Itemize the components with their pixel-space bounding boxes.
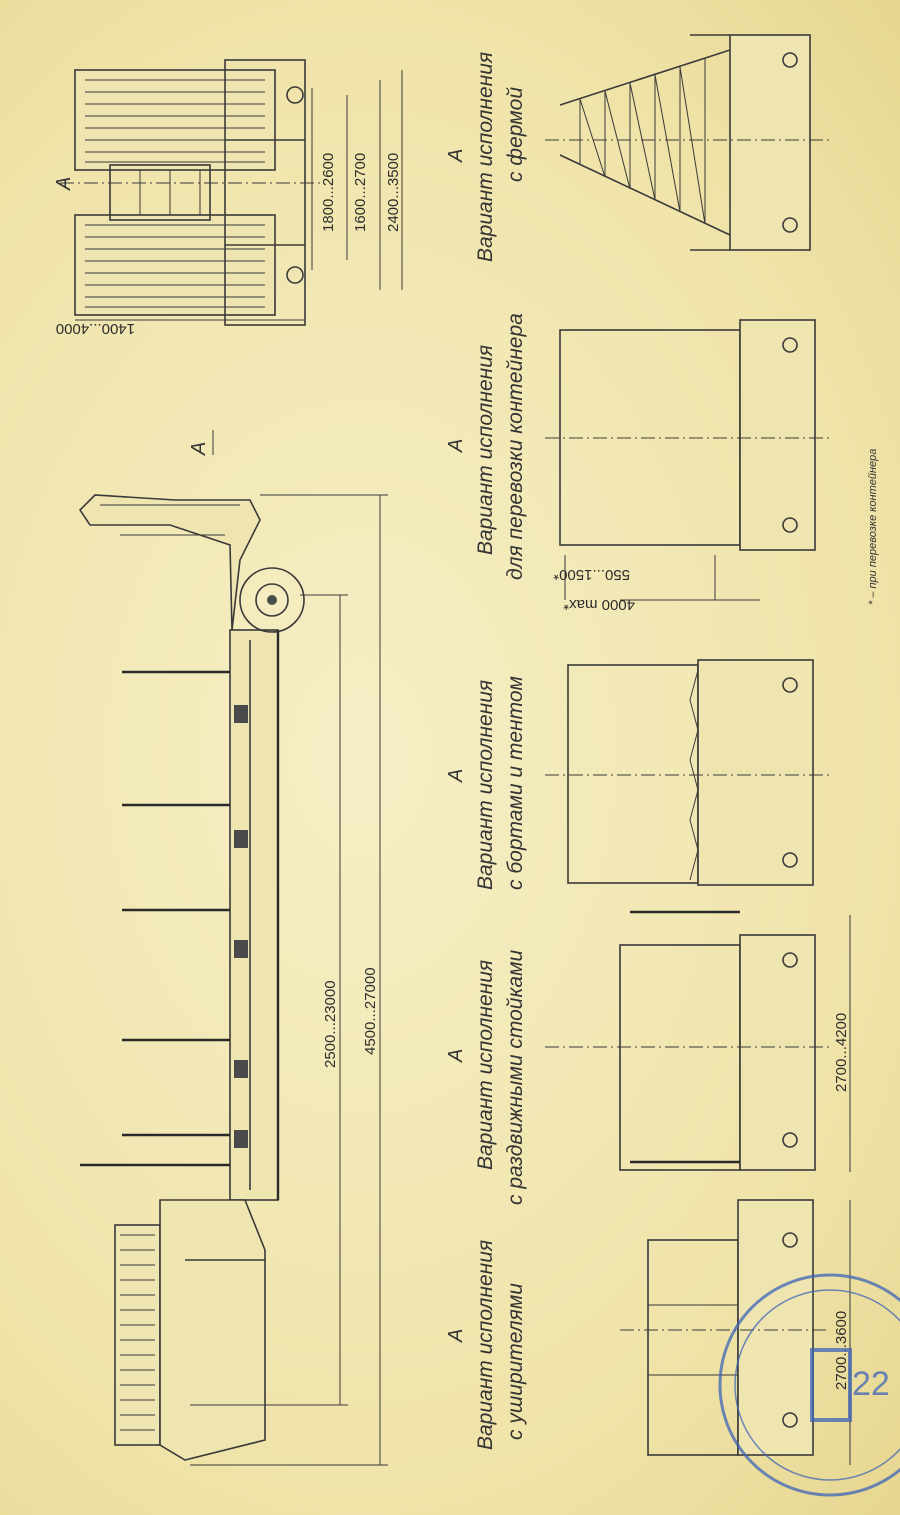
- variant-3-line1: Вариант исполнения: [474, 680, 497, 890]
- top-view-bridge: [109, 164, 211, 221]
- dim-top-width: 1400...4000: [56, 320, 135, 337]
- variant-4-line1: Вариант исполнения: [474, 345, 497, 555]
- side-view: А 2500...23000 4500...27000: [78, 430, 388, 1466]
- variant-5-letter: А: [445, 149, 467, 163]
- dim-top-3: 2400...3500: [385, 153, 402, 232]
- variant-3-drawing: [545, 659, 830, 886]
- widener-chassis: [737, 1199, 814, 1456]
- stamp-number: 22: [852, 1365, 890, 1403]
- variant-5-drawing: [545, 34, 830, 251]
- variant-4-line2: для перевозки контейнера: [504, 313, 527, 580]
- variant-2-drawing: 2700...4200: [545, 910, 851, 1172]
- side-view-deck: [229, 629, 279, 1201]
- side-view-rear-frame: [159, 1199, 266, 1461]
- variant-5-line2: с фермой: [504, 87, 527, 182]
- variant-1-drawing: 2700...3600: [620, 1199, 851, 1465]
- container-height: 4000 max*: [563, 596, 635, 613]
- variant-1-line2: с уширителями: [504, 1283, 527, 1440]
- variant-1-line1: Вариант исполнения: [474, 1240, 497, 1450]
- variant-captions: А Вариант исполнения с уширителями А Вар…: [445, 52, 527, 1450]
- container-dim: 550...1500*: [553, 566, 630, 583]
- variant-2-line1: Вариант исполнения: [474, 960, 497, 1170]
- variant-3-letter: А: [445, 769, 467, 783]
- top-view: А 1400...4000 1800...2600 1600...2700 24…: [53, 59, 403, 337]
- variant-3-line2: с бортами и тентом: [504, 676, 527, 890]
- variant-4-letter: А: [445, 439, 467, 453]
- truss-outline: [559, 49, 731, 236]
- truss-chassis: [729, 34, 811, 251]
- tent-chassis: [697, 659, 814, 886]
- top-view-right-block: [74, 214, 276, 316]
- approval-stamp: 22: [718, 1273, 900, 1497]
- variant-2-line2: с раздвижными стойками: [504, 950, 527, 1205]
- variant-1-letter: А: [445, 1329, 467, 1343]
- variant-4-drawing: 550...1500* 4000 max*: [545, 319, 830, 613]
- variant-5-line1: Вариант исполнения: [474, 52, 497, 262]
- widener-load: [647, 1239, 739, 1456]
- tent: [567, 664, 699, 884]
- dim-top-2: 1600...2700: [352, 153, 369, 232]
- container-chassis: [739, 319, 816, 551]
- dim-side-1: 2500...23000: [322, 980, 339, 1068]
- variant-2-letter: А: [445, 1049, 467, 1063]
- top-view-frame: [224, 59, 306, 326]
- side-view-label: А: [188, 442, 210, 456]
- top-view-hatching: [85, 79, 265, 308]
- side-view-stakes: [80, 670, 230, 1167]
- stakes-dim: 2700...4200: [833, 1013, 850, 1092]
- footnote: * – при перевозке контейнера: [867, 449, 879, 605]
- stakes-load: [619, 944, 741, 1171]
- side-view-rear-extension: [114, 1224, 161, 1446]
- top-view-section-letter: А: [53, 177, 75, 191]
- dim-side-2: 4500...27000: [362, 967, 379, 1055]
- top-view-left-block: [74, 69, 276, 171]
- side-view-wheel: [239, 567, 305, 633]
- side-view-gooseneck: [78, 494, 261, 631]
- stakes-chassis: [739, 934, 816, 1171]
- dim-top-1: 1800...2600: [320, 153, 337, 232]
